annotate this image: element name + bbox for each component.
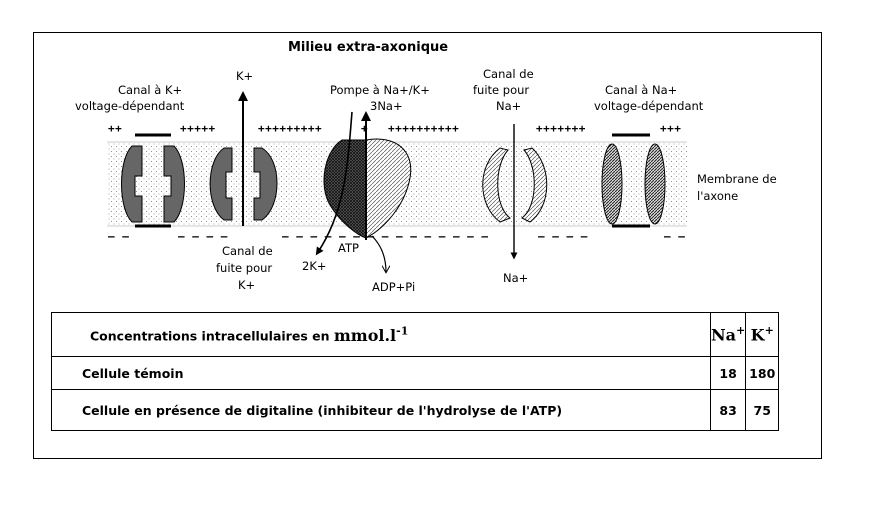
header-text: Concentrations intracellulaires en — [90, 328, 330, 344]
charge-top-6: +++++++ — [536, 122, 586, 135]
table-row: Cellule en présence de digitaline (inhib… — [51, 389, 780, 431]
na-voltage-channel — [601, 133, 666, 228]
row-na-value: 83 — [709, 389, 747, 431]
na-leak-label-2: fuite pour — [473, 83, 529, 97]
charge-bottom-4: – – – – — [538, 230, 588, 243]
charge-bottom-2: – – – – — [178, 230, 228, 243]
k-leak-label-3: K+ — [238, 278, 255, 292]
pump-label-2: 3Na+ — [370, 99, 403, 113]
na-in-label: Na+ — [503, 271, 528, 285]
k-channel-label-2: voltage-dépendant — [75, 99, 185, 113]
charge-top-7: +++ — [660, 122, 681, 135]
atp-label: ATP — [338, 241, 359, 255]
membrane-label-1: Membrane de — [697, 172, 777, 186]
table-header-row: Concentrations intracellulaires en mmol.… — [51, 312, 780, 357]
row-label: Cellule en présence de digitaline (inhib… — [51, 389, 711, 431]
col-k-header: K+ — [745, 312, 780, 357]
na-k-pump — [323, 138, 412, 239]
pump-k-arrow — [315, 111, 353, 256]
row-na-value: 18 — [709, 356, 747, 390]
charge-bottom-1: – – — [108, 230, 129, 243]
row-k-value: 75 — [745, 389, 780, 431]
charge-top-3: +++++++++ — [258, 122, 322, 135]
row-label: Cellule témoin — [51, 356, 711, 390]
na-channel-label-2: voltage-dépendant — [594, 99, 704, 113]
k2-label: 2K+ — [302, 259, 327, 273]
k-leak-label-1: Canal de — [222, 244, 273, 258]
figure-frame — [33, 32, 822, 459]
charge-bottom-3: – – – – – – – – – – – – – – – — [282, 230, 489, 243]
charge-top-5: ++++++++++ — [388, 122, 459, 135]
header-cell: Concentrations intracellulaires en mmol.… — [51, 312, 711, 357]
row-k-value: 180 — [745, 356, 780, 390]
charge-top-2: +++++ — [180, 122, 216, 135]
membrane-label-2: l'axone — [697, 189, 738, 203]
charge-top-4: + — [361, 122, 368, 135]
k-out-label: K+ — [236, 69, 253, 83]
k-leak-label-2: fuite pour — [216, 261, 272, 275]
header-unit: mmol.l-1 — [333, 324, 409, 345]
na-leak-label-1: Canal de — [483, 67, 534, 81]
k-voltage-channel — [121, 133, 185, 228]
k-leak-channel — [209, 147, 278, 221]
table-row: Cellule témoin 18 180 — [51, 356, 780, 390]
na-channel-label-1: Canal à Na+ — [605, 83, 677, 97]
col-na-header: Na+ — [709, 312, 747, 357]
atp-arrow — [371, 235, 386, 272]
k-channel-label-1: Canal à K+ — [118, 83, 182, 97]
charge-bottom-5: – – — [664, 230, 685, 243]
adp-label: ADP+Pi — [372, 280, 415, 294]
diagram-title: Milieu extra-axonique — [288, 40, 448, 55]
na-leak-channel — [482, 147, 548, 223]
charge-top-1: ++ — [108, 122, 122, 135]
pump-label-1: Pompe à Na+/K+ — [330, 83, 430, 97]
na-leak-label-3: Na+ — [496, 99, 521, 113]
concentration-table: Concentrations intracellulaires en mmol.… — [51, 312, 780, 431]
